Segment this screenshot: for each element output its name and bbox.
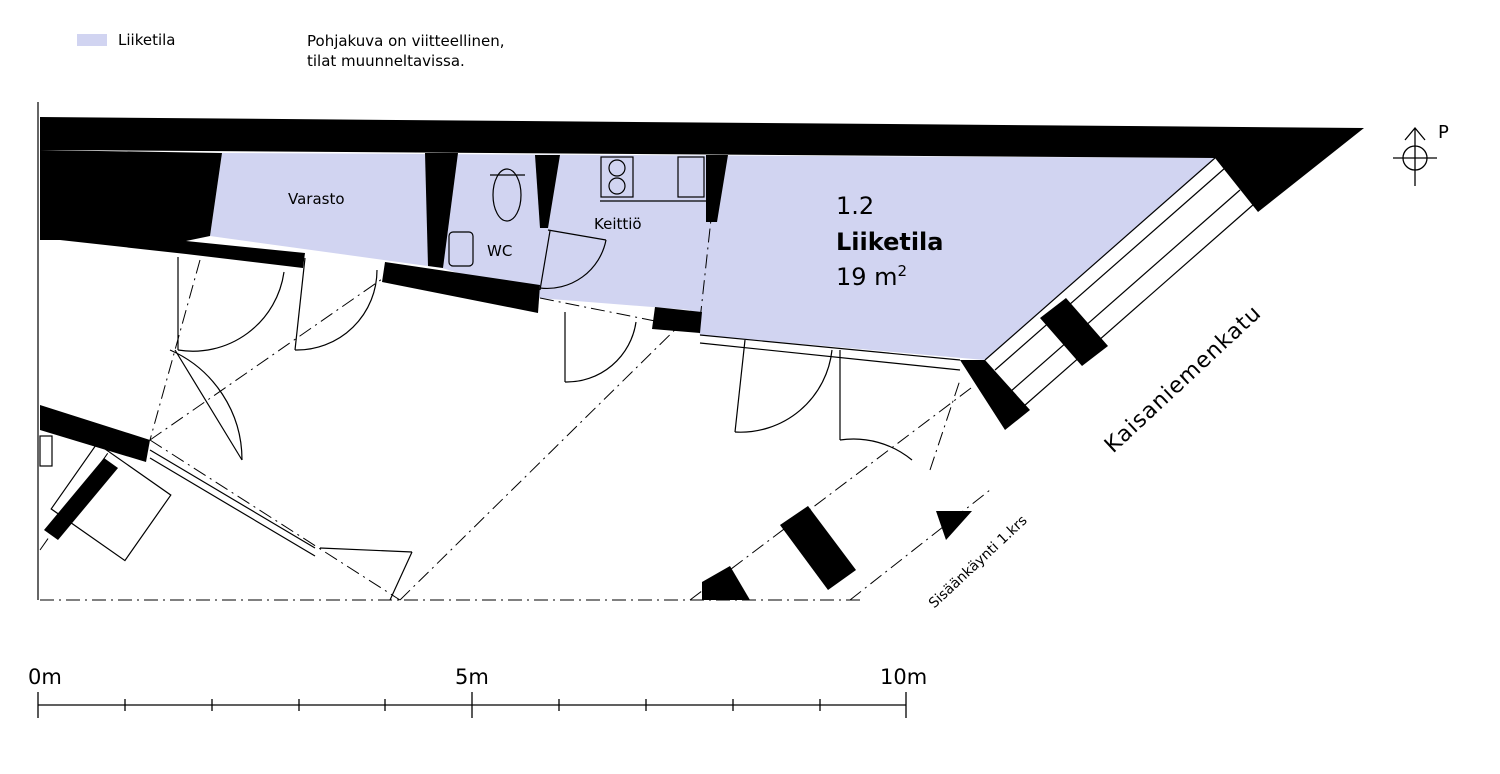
legend-swatch <box>77 34 107 46</box>
north-arrow-icon <box>1393 126 1437 186</box>
walls <box>40 117 1364 600</box>
plan-disclaimer: Pohjakuva on viitteellinen, tilat muunne… <box>307 31 505 71</box>
dashdot-lines <box>39 154 991 601</box>
space-name: Liiketila <box>836 228 944 256</box>
disclaimer-line-2: tilat muunneltavissa. <box>307 52 465 70</box>
thin-lines <box>37 102 1255 600</box>
scale-label-5: 5m <box>455 665 489 689</box>
disclaimer-line-1: Pohjakuva on viitteellinen, <box>307 32 505 50</box>
room-label-wc: WC <box>487 242 513 260</box>
scale-label-0: 0m <box>28 665 62 689</box>
space-area-value: 19 m <box>836 263 898 291</box>
scale-label-10: 10m <box>880 665 928 689</box>
room-label-storage: Varasto <box>288 190 345 208</box>
doors <box>169 229 913 601</box>
legend-label: Liiketila <box>118 31 176 49</box>
entrance-arrow <box>936 511 972 540</box>
space-number: 1.2 <box>836 192 875 220</box>
scale-bar <box>37 692 907 718</box>
room-label-kitchen: Keittiö <box>594 215 642 233</box>
commercial-space-area <box>210 153 1215 360</box>
north-label: P <box>1438 122 1449 143</box>
space-area-unit: 2 <box>897 262 908 280</box>
space-area: 19 m2 <box>836 262 907 291</box>
